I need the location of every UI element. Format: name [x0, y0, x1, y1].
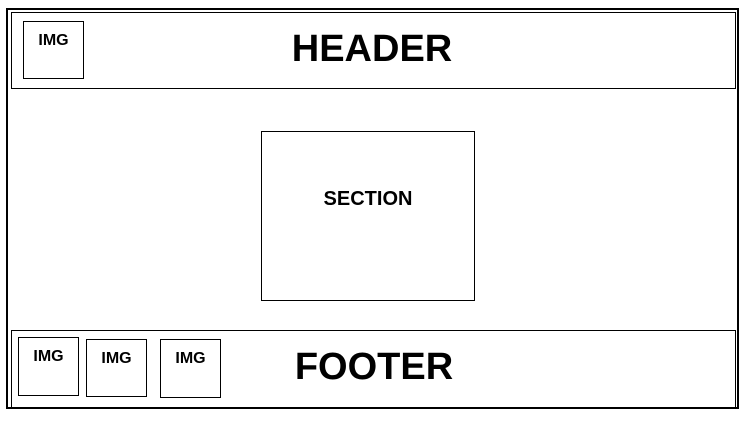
- section-container: [261, 131, 475, 301]
- header-image-label: IMG: [38, 32, 69, 49]
- section-title: SECTION: [323, 188, 413, 210]
- footer-image-label-2: IMG: [101, 350, 132, 367]
- header-container: [11, 12, 736, 89]
- footer-title: FOOTER: [294, 346, 454, 388]
- footer-image-placeholder-3: IMG: [160, 339, 221, 398]
- footer-image-placeholder-2: IMG: [86, 339, 147, 397]
- header-title: HEADER: [291, 28, 453, 70]
- footer-image-label-3: IMG: [175, 350, 206, 367]
- footer-image-label-1: IMG: [33, 348, 64, 365]
- header-image-placeholder: IMG: [23, 21, 84, 79]
- footer-image-placeholder-1: IMG: [18, 337, 79, 396]
